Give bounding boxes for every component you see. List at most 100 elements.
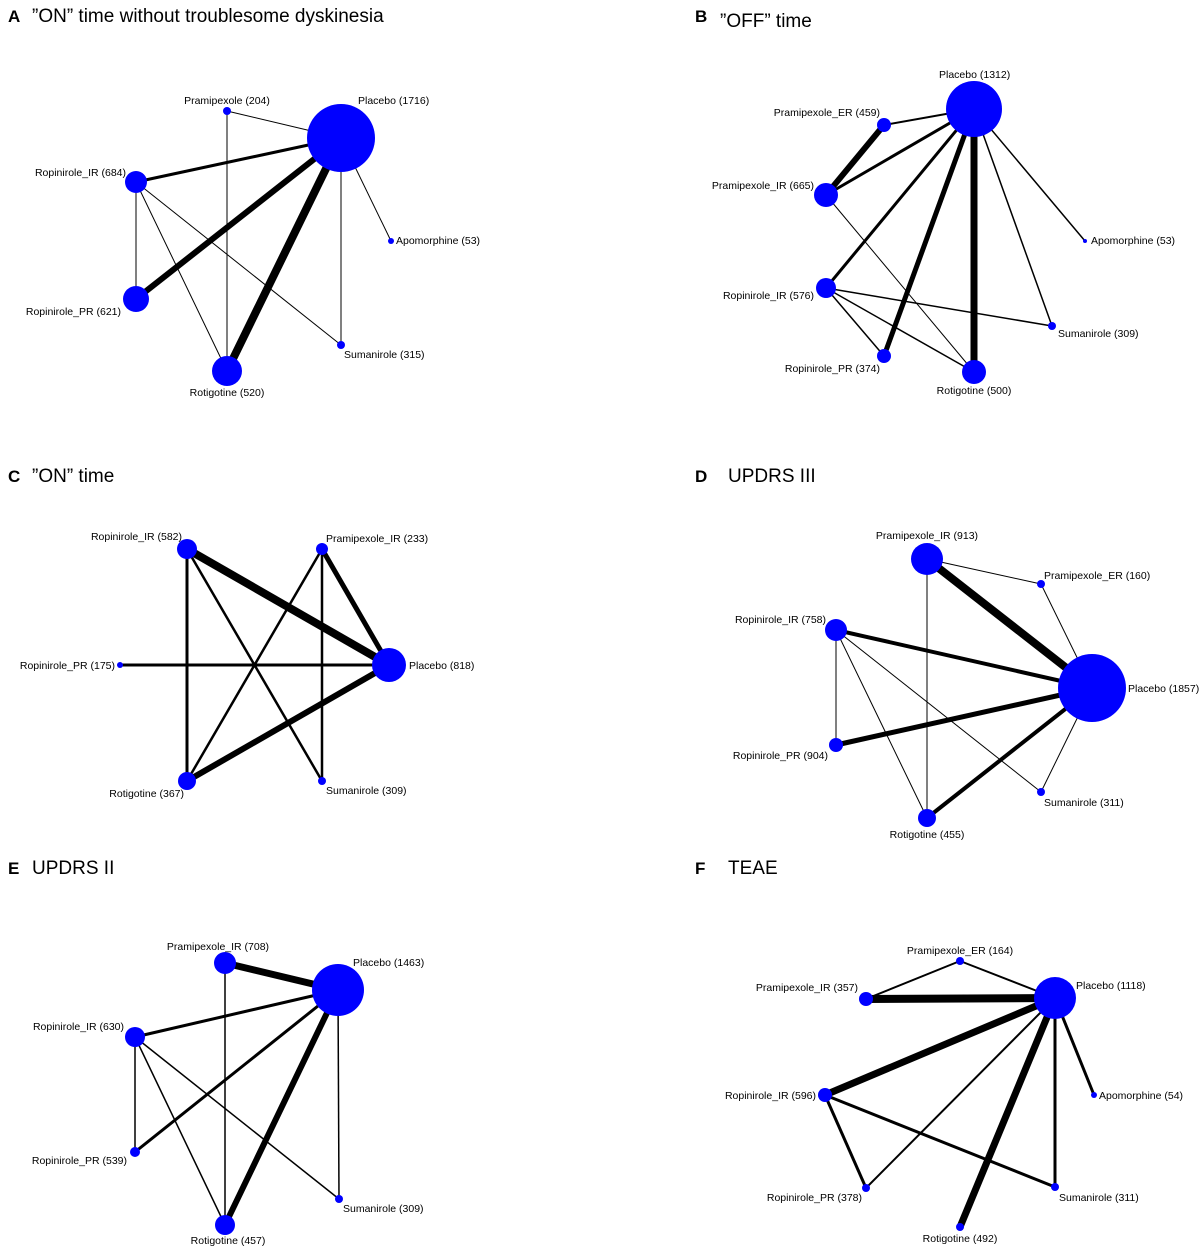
network-edge-placebo-ropinirole_pr (134, 135, 343, 302)
node-label-rotigotine: Rotigotine (520) (190, 387, 265, 399)
network-node-rotigotine (215, 1215, 235, 1235)
node-label-pramipexole_ir: Pramipexole_IR (913) (876, 530, 978, 542)
node-label-rotigotine: Rotigotine (367) (109, 788, 184, 800)
node-label-pramipexole_ir: Pramipexole_IR (233) (326, 533, 428, 545)
network-edge-placebo-rotigotine (223, 136, 345, 373)
network-node-placebo (307, 104, 375, 172)
panel-title: UPDRS III (728, 466, 816, 487)
network-node-ropinirole_ir (177, 539, 197, 559)
network-edge-placebo-pramipexole_ir (825, 107, 975, 197)
network-node-ropinirole_pr (130, 1147, 140, 1157)
node-label-sumanirole: Sumanirole (309) (1058, 328, 1139, 340)
network-node-pramipexole_ir (911, 543, 943, 575)
network-edge-ropinirole_ir-placebo (835, 628, 1093, 690)
network-node-rotigotine (956, 1223, 964, 1231)
network-edges (835, 555, 1095, 820)
node-label-ropinirole_ir: Ropinirole_IR (630) (33, 1021, 124, 1033)
network-edge-placebo-sumanirole (973, 108, 1053, 327)
node-label-apomorphine: Apomorphine (54) (1099, 1090, 1183, 1102)
network-node-ropinirole_ir (825, 619, 847, 641)
node-label-sumanirole: Sumanirole (309) (326, 785, 407, 797)
panel-e: E UPDRS II Pramipexole_IR (708)Placebo (14… (8, 858, 424, 1247)
network-node-ropinirole_pr (862, 1184, 870, 1192)
network-node-rotigotine (178, 772, 196, 790)
node-label-ropinirole_ir: Ropinirole_IR (758) (735, 614, 826, 626)
node-label-apomorphine: Apomorphine (53) (396, 235, 480, 247)
panel-title: TEAE (728, 858, 778, 879)
network-node-placebo (372, 648, 406, 682)
network-nodes: Pramipexole_IR (708)Placebo (1463)Ropini… (32, 941, 424, 1247)
node-label-ropinirole_pr: Ropinirole_PR (374) (785, 363, 880, 375)
network-edge-ropinirole_ir-sumanirole (135, 181, 342, 346)
network-edge-ropinirole_ir-placebo (134, 988, 339, 1039)
network-node-apomorphine (1083, 239, 1087, 243)
node-label-ropinirole_pr: Ropinirole_PR (621) (26, 306, 121, 318)
node-label-rotigotine: Rotigotine (457) (191, 1235, 266, 1247)
network-node-placebo (1058, 654, 1126, 722)
network-edge-pramipexole_ir-placebo (924, 555, 1095, 692)
network-node-pramipexole_ir (814, 183, 838, 207)
node-label-ropinirole_ir: Ropinirole_IR (576) (723, 290, 814, 302)
node-label-placebo: Placebo (818) (409, 660, 474, 672)
node-label-ropinirole_pr: Ropinirole_PR (539) (32, 1155, 127, 1167)
node-label-placebo: Placebo (1118) (1076, 980, 1146, 992)
network-edges (134, 959, 341, 1227)
network-edge-ropinirole_pr-placebo (835, 685, 1093, 748)
network-node-sumanirole (1048, 322, 1056, 330)
network-node-placebo (946, 81, 1002, 137)
node-label-ropinirole_pr: Ropinirole_PR (175) (20, 660, 115, 672)
panel-letter: E (8, 859, 19, 878)
node-label-pramipexole_er: Pramipexole_ER (459) (774, 107, 880, 119)
network-node-placebo (312, 964, 364, 1016)
network-node-apomorphine (388, 238, 394, 244)
network-edge-placebo-ropinirole_ir (824, 108, 976, 289)
panel-title: ”ON” time (32, 466, 114, 487)
network-edge-placebo-apomorphine (973, 108, 1086, 242)
network-edge-pramipexole_ir-placebo (865, 994, 1056, 1003)
network-node-pramipexole (223, 107, 231, 115)
node-label-pramipexole_er: Pramipexole_ER (160) (1044, 570, 1150, 582)
network-edge-ropinirole_ir-sumanirole (835, 629, 1042, 793)
node-label-ropinirole_ir: Ropinirole_IR (684) (35, 167, 126, 179)
network-edge-rotigotine-placebo (925, 686, 1094, 820)
network-edge-ropinirole_ir-ropinirole_pr (823, 1094, 868, 1189)
network-edge-pramipexole_er-pramipexole_ir (865, 960, 961, 1000)
panel-title: ”OFF” time (720, 11, 812, 32)
network-node-pramipexole_ir (316, 543, 328, 555)
network-edge-ropinirole_ir-rotigotine (835, 629, 928, 819)
network-edge-rotigotine-placebo (222, 988, 341, 1227)
network-edge-ropinirole_ir-placebo (823, 994, 1057, 1099)
panel-a: A”ON” time without troublesome dyskinesi… (8, 6, 480, 399)
node-label-pramipexole: Pramipexole (204) (184, 95, 270, 107)
node-label-placebo: Placebo (1716) (358, 95, 429, 107)
network-node-sumanirole (337, 341, 345, 349)
panel-letter: A (8, 7, 20, 26)
network-node-ropinirole_ir (818, 1088, 832, 1102)
network-node-pramipexole_ir (214, 952, 236, 974)
network-node-rotigotine (212, 356, 242, 386)
network-edge-ropinirole_ir-rotigotine (134, 1036, 226, 1226)
node-label-sumanirole: Sumanirole (315) (344, 349, 425, 361)
node-label-ropinirole_pr: Ropinirole_PR (904) (733, 750, 828, 762)
network-edge-ropinirole_ir-sumanirole (825, 287, 1053, 327)
node-label-placebo: Placebo (1463) (353, 957, 424, 969)
network-edge-ropinirole_ir-rotigotine (825, 287, 975, 373)
network-node-pramipexole_ir (859, 992, 873, 1006)
network-edge-placebo-ropinirole_pr (881, 108, 977, 357)
node-label-pramipexole_ir: Pramipexole_IR (357) (756, 982, 858, 994)
panel-title: UPDRS II (32, 858, 114, 879)
network-node-sumanirole (318, 777, 326, 785)
panel-letter: D (695, 467, 707, 486)
node-label-pramipexole_er: Pramipexole_ER (164) (907, 945, 1013, 957)
network-node-ropinirole_pr (829, 738, 843, 752)
network-nodes: Pramipexole_IR (913) Pramipexole_ER (160)… (733, 530, 1199, 841)
node-label-rotigotine: Rotigotine (500) (937, 385, 1012, 397)
network-edges (120, 545, 392, 784)
network-edge-ropinirole_ir-sumanirole (824, 1093, 1056, 1189)
node-label-rotigotine: Rotigotine (455) (890, 829, 965, 841)
network-node-ropinirole_ir (125, 171, 147, 193)
network-edge-pramipexole_ir-pramipexole_er (926, 558, 1042, 585)
